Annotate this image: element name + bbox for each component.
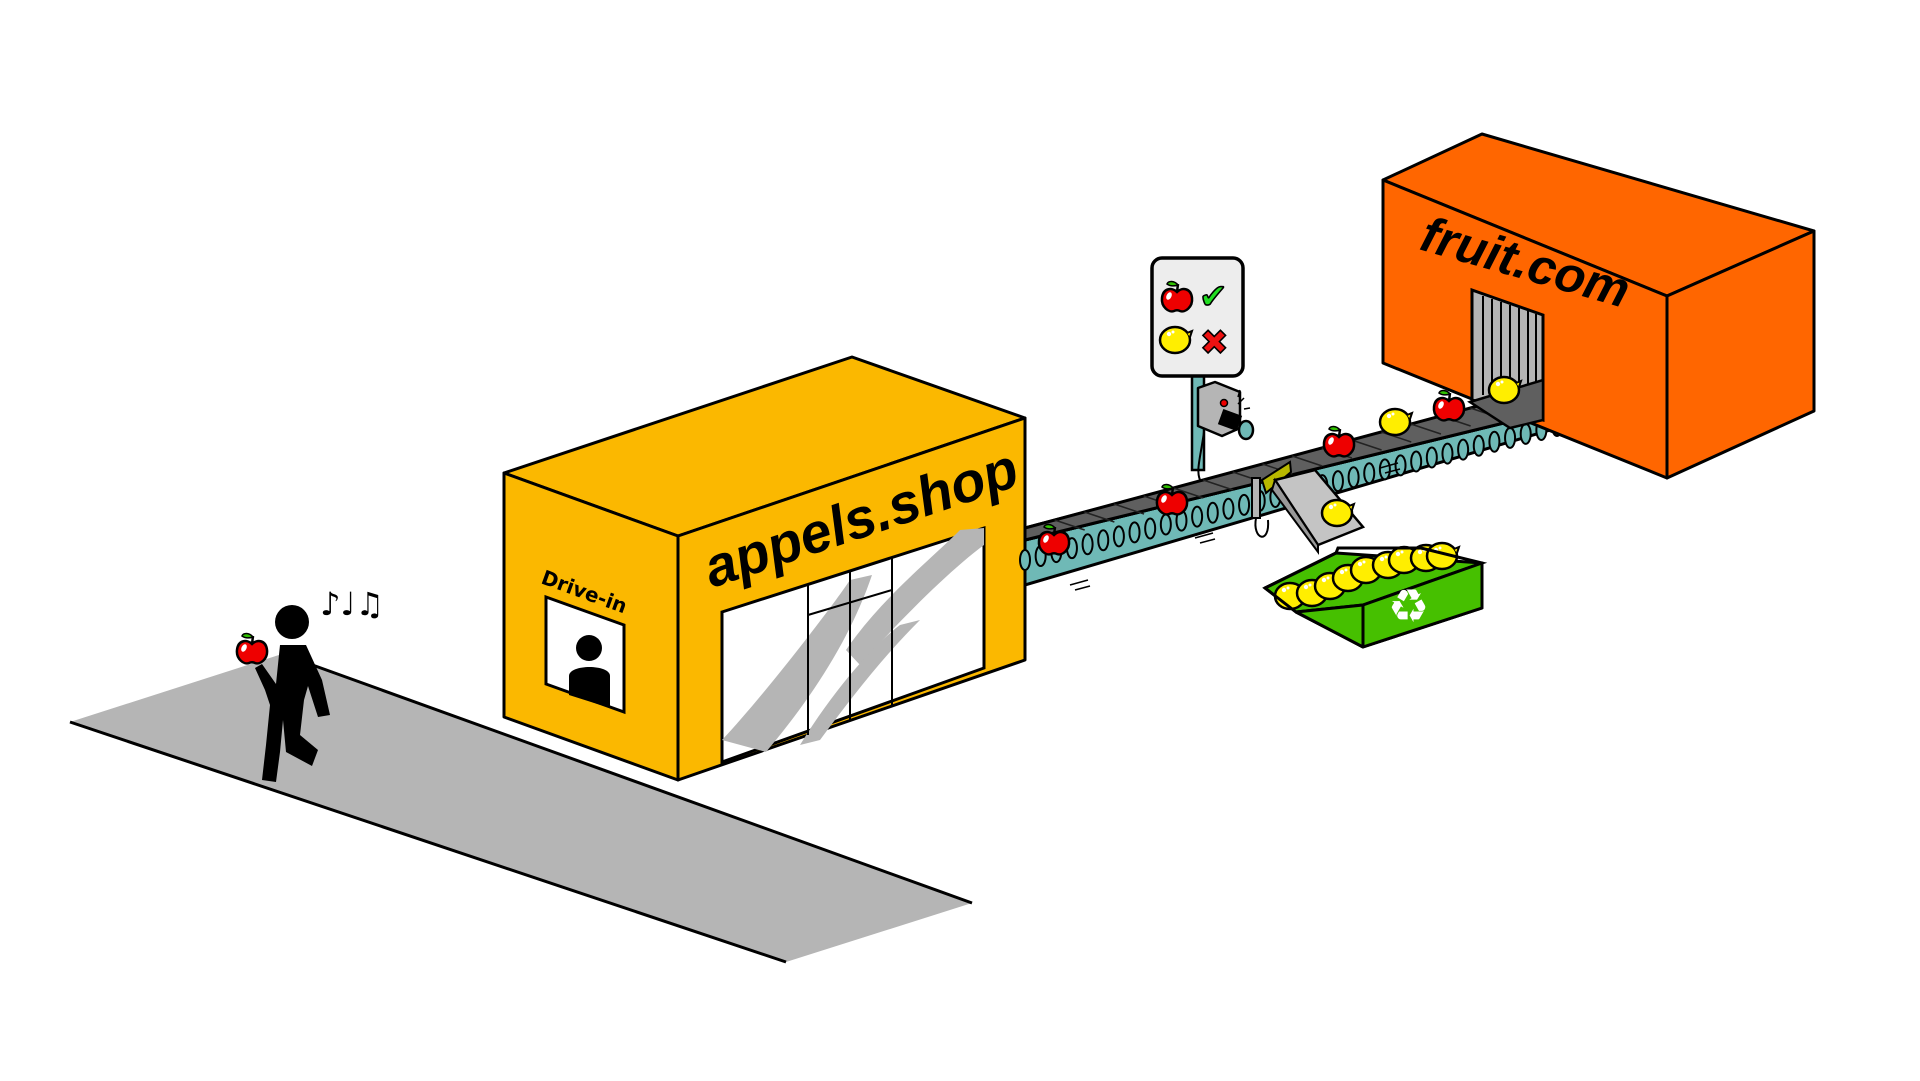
- shop-building: appels.shop Drive-in: [502, 355, 1027, 782]
- shop-glass-front: [720, 525, 986, 765]
- cashier-head: [576, 635, 602, 661]
- motion-lines: [1069, 462, 1401, 591]
- music-notes-icon: ♪♩♫: [320, 585, 384, 623]
- roller: [1081, 533, 1094, 556]
- belt-segment-line: [1291, 455, 1323, 467]
- roller: [1488, 430, 1501, 453]
- roller: [1206, 501, 1219, 524]
- belt-segment-line: [1054, 519, 1085, 531]
- walking-person: ♪♩♫: [235, 585, 384, 782]
- roller: [1347, 466, 1360, 489]
- belt-lemon-icon: [1378, 407, 1414, 437]
- roller: [1504, 426, 1517, 449]
- roller: [1394, 454, 1407, 477]
- belt-segment-line: [1084, 511, 1115, 523]
- person-head: [275, 605, 309, 639]
- roller: [1238, 493, 1251, 516]
- belt-segment-line: [1351, 439, 1382, 451]
- roller: [1472, 434, 1485, 457]
- cross-icon: ✖: [1200, 323, 1229, 363]
- roller: [1191, 505, 1204, 528]
- sorter-sign: ✔ ✖: [1150, 256, 1245, 472]
- roller: [1144, 517, 1157, 540]
- roller: [1112, 525, 1125, 548]
- roller: [1097, 529, 1110, 552]
- recycle-bin: ♻: [1262, 541, 1488, 649]
- camera-sensor: [1196, 380, 1255, 481]
- roller: [1019, 549, 1031, 571]
- falling-lemon-icon: [1320, 498, 1356, 528]
- recycle-icon: ♻: [1388, 579, 1429, 633]
- roller: [1222, 497, 1235, 520]
- apple-icon: [235, 632, 269, 665]
- roller: [1378, 458, 1391, 481]
- roller: [1331, 470, 1344, 493]
- roller: [1128, 521, 1141, 544]
- roller: [1519, 422, 1532, 445]
- belt-segment-line: [1202, 479, 1234, 491]
- roller: [1159, 513, 1172, 536]
- roller: [1363, 462, 1376, 485]
- sorter-chute: [1251, 460, 1366, 556]
- belt-segment-line: [1410, 423, 1442, 435]
- belt-lemon-icon: [1487, 375, 1523, 405]
- belt-apple-icon: [1322, 425, 1356, 458]
- belt-segment-line: [1113, 503, 1145, 515]
- roller: [1425, 446, 1438, 469]
- roller: [1457, 438, 1470, 461]
- check-icon: ✔: [1199, 277, 1228, 317]
- roller: [1410, 450, 1423, 473]
- sign-lemon-icon: [1158, 325, 1194, 355]
- roller: [1441, 442, 1454, 465]
- belt-segment-line: [1173, 487, 1204, 499]
